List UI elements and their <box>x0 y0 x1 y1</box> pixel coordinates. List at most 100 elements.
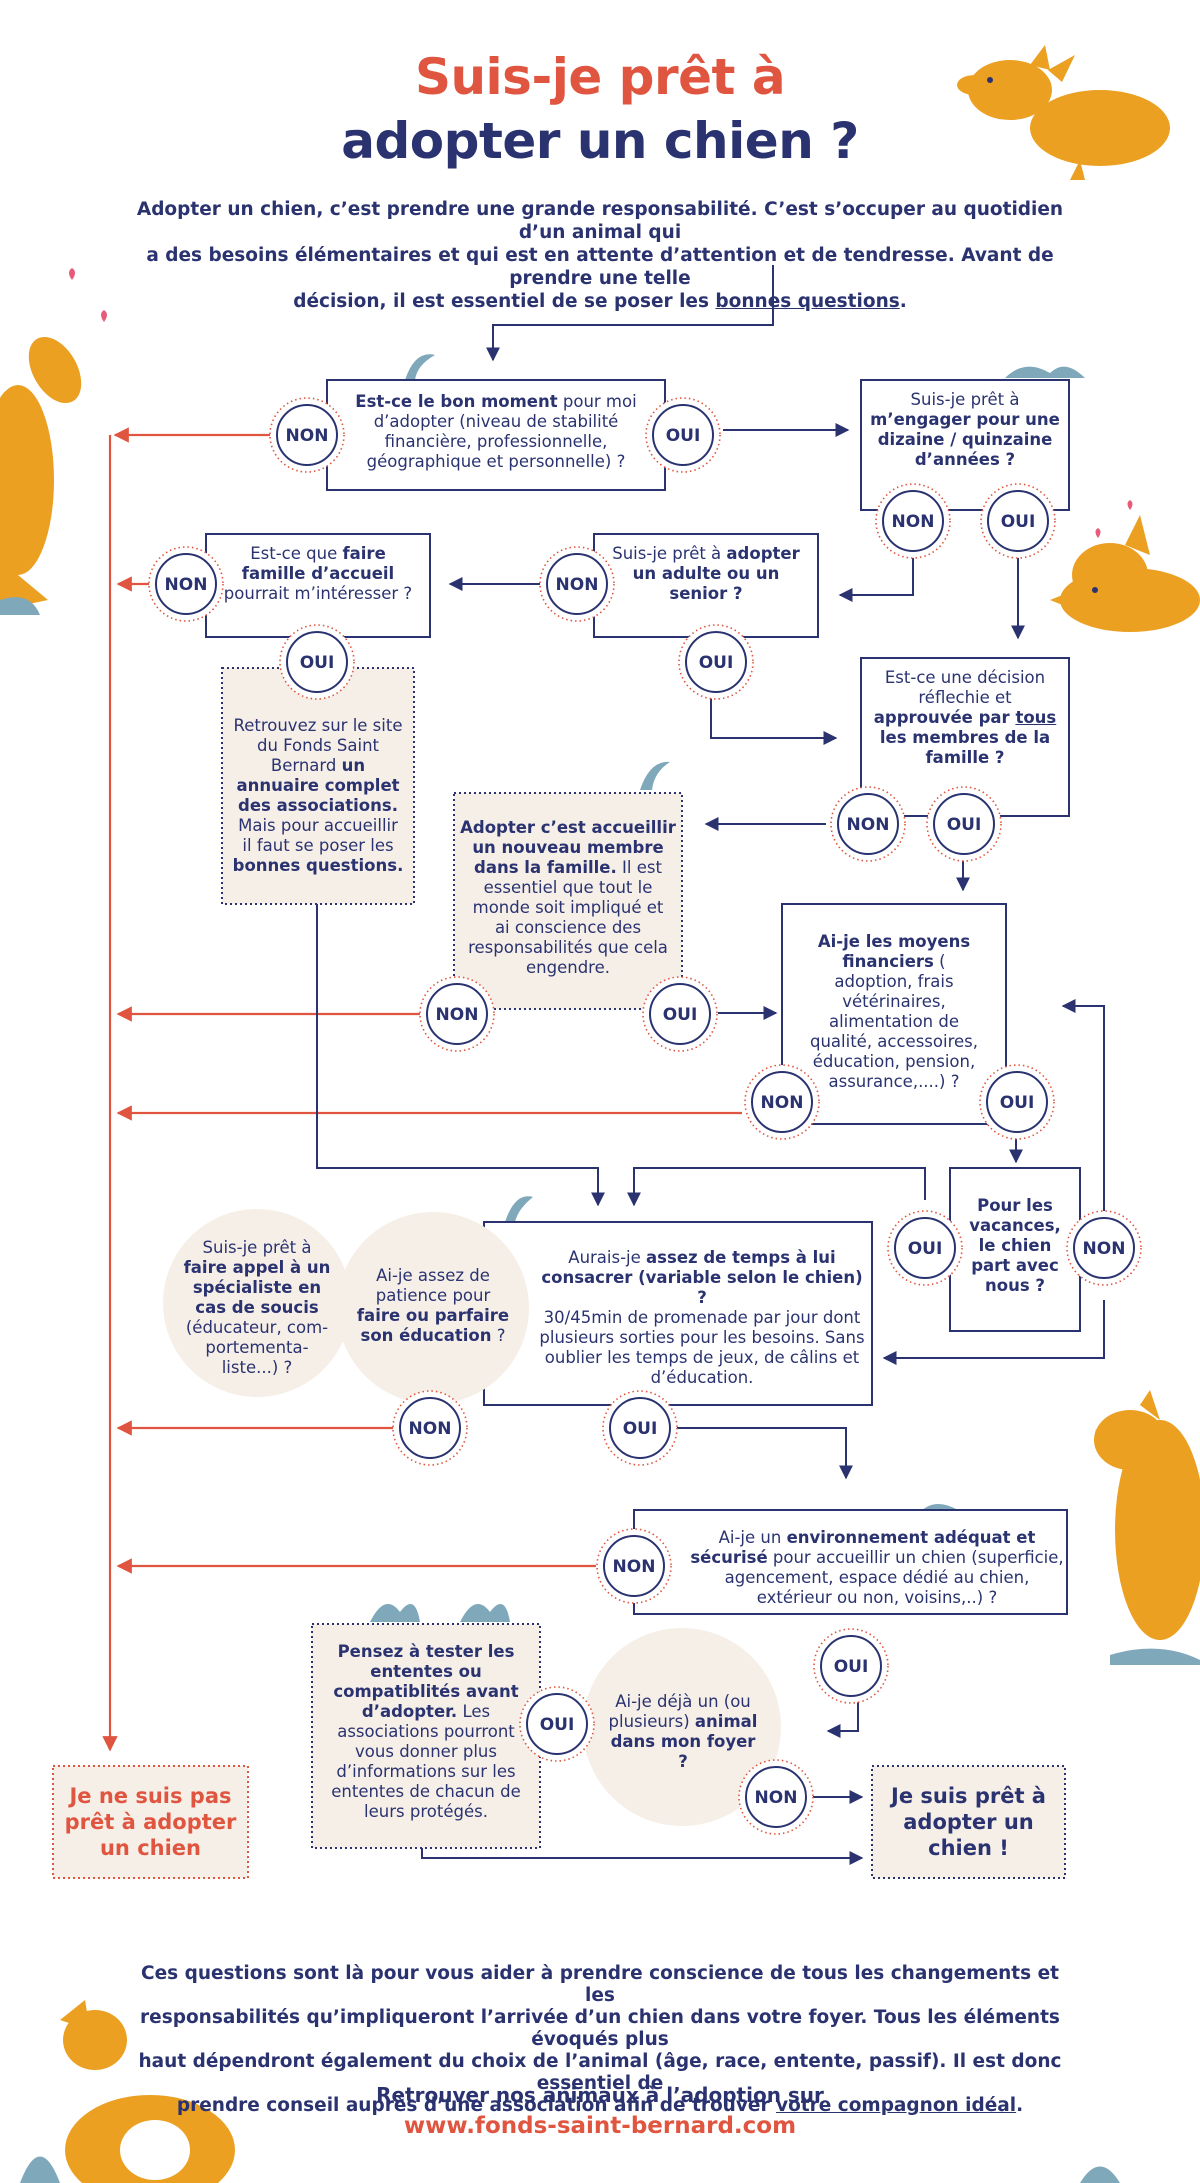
node-info3-text-1: Les <box>457 1702 491 1721</box>
node-q2: Suis-je prêt à m’engager pour une dizain… <box>864 390 1066 470</box>
result-ready-line-2: adopter un <box>903 1810 1034 1834</box>
node-q7-bold-3: le chien <box>978 1236 1052 1255</box>
node-info2-text-1: Il est <box>616 858 662 877</box>
answer-non-q5: NON <box>830 786 906 862</box>
intro-line-3-text: décision, il est essentiel de se poser l… <box>293 291 716 312</box>
answer-badge-label: NON <box>755 1788 798 1808</box>
answer-badge-circle <box>745 1766 807 1828</box>
node-info3-bold-3: compatiblités avant <box>333 1682 519 1701</box>
node-q6-text-3: alimentation de <box>828 1012 960 1031</box>
node-info2-text-3: monde soit impliqué et <box>472 898 664 917</box>
question-circles <box>163 1209 781 1826</box>
answer-badge-circle <box>1073 1217 1135 1279</box>
result-ready: Je suis prêt à adopter un chien ! <box>875 1783 1062 1861</box>
result-ready-line-3: chien ! <box>928 1836 1009 1860</box>
answer-oui-q6: OUI <box>979 1064 1055 1140</box>
node-q5-text-1: Est-ce une décision <box>884 668 1046 687</box>
answer-non-q2: NON <box>875 483 951 559</box>
node-q9-text-1: Ai-je un <box>718 1528 787 1547</box>
answer-badge-circle <box>276 404 338 466</box>
node-c2-text-1: Ai-je assez de <box>376 1266 490 1285</box>
node-c1-bold-3: cas de soucis <box>195 1298 319 1317</box>
node-q2-bold-1: m’engager pour une <box>870 410 1060 429</box>
info-boxes <box>221 667 683 1849</box>
answer-badge-label: OUI <box>947 815 982 835</box>
outro-link-compagnon[interactable]: votre compagnon idéal <box>776 2095 1017 2116</box>
answer-non-c2: NON <box>392 1390 468 1466</box>
answer-badge-circle <box>155 553 217 615</box>
node-q4: Est-ce que faire famille d’accueil pourr… <box>209 544 427 604</box>
outro-paragraph: Ces questions sont là pour vous aider à … <box>125 1963 1075 2117</box>
box-q4 <box>205 533 431 638</box>
node-q1: Est-ce le bon moment pour moi d’adopter … <box>330 392 662 472</box>
answer-badge-label: NON <box>286 426 329 446</box>
node-q8-bold-1: assez de temps à lui <box>646 1248 836 1267</box>
answer-badge-label: NON <box>761 1093 804 1113</box>
red-exit-lines <box>102 427 742 1752</box>
node-q8-bold-2: consacrer (variable selon le chien) ? <box>541 1268 863 1307</box>
dog-illustration-left-howling <box>0 268 107 615</box>
outro-line-4-text: prendre conseil auprès d’une association… <box>176 2095 777 2116</box>
answer-non-q1: NON <box>269 397 345 473</box>
answer-badge-circle <box>986 1071 1048 1133</box>
node-q1-text-4: géographique et personnelle) ? <box>366 452 626 471</box>
answer-badge-label: OUI <box>623 1419 658 1439</box>
answer-badge-circle <box>426 983 488 1045</box>
outro-line-1: Ces questions sont là pour vous aider à … <box>141 1963 1059 2006</box>
footer-retrouver: Retrouver nos animaux à l’adoption sur <box>376 2083 824 2107</box>
node-c3-text-2: plusieurs) <box>608 1712 695 1731</box>
intro-line-1: Adopter un chien, c’est prendre une gran… <box>136 199 1064 243</box>
answer-badge-label: NON <box>556 575 599 595</box>
node-info3-text-3: vous donner plus <box>355 1742 497 1761</box>
node-q7: Pour les vacances, le chien part avec no… <box>953 1196 1077 1296</box>
node-q6-text-0: ( <box>933 952 946 971</box>
node-info1-bold-4: bonnes questions. <box>232 856 404 875</box>
answer-non-q6: NON <box>744 1064 820 1140</box>
node-q4-text-2: pourrait m’intéresser ? <box>223 584 413 603</box>
answer-badge-circle <box>609 1397 671 1459</box>
node-q9-text-3: agencement, espace dédié au chien, <box>724 1568 1030 1587</box>
dog-illustration-bottom-left <box>20 2000 1120 2183</box>
answer-badge-label: NON <box>892 512 935 532</box>
node-info1: Retrouvez sur le site du Fonds Saint Ber… <box>226 716 410 876</box>
node-info3: Pensez à tester les ententes ou compatib… <box>316 1642 536 1822</box>
answer-badge-label: OUI <box>300 653 335 673</box>
navy-connectors <box>316 265 1105 1865</box>
node-c1: Suis-je prêt à faire appel à un spéciali… <box>180 1238 334 1378</box>
answer-badge-label: NON <box>409 1419 452 1439</box>
node-q6-bold-1: Ai-je les moyens <box>817 932 971 951</box>
intro-line-3: décision, il est essentiel de se poser l… <box>115 290 1085 313</box>
intro-link-bonnes-questions[interactable]: bonnes questions <box>715 291 900 312</box>
box-info3 <box>311 1623 541 1849</box>
node-q1-text-3: financière, professionnelle, <box>384 432 608 451</box>
node-c3: Ai-je déjà un (ou plusieurs) animal dans… <box>606 1692 760 1772</box>
answer-badge-circle <box>399 1397 461 1459</box>
node-c1-text-1: Suis-je prêt à <box>202 1238 312 1257</box>
node-q9: Ai-je un environnement adéquat et sécuri… <box>690 1528 1064 1608</box>
box-q9 <box>633 1509 1068 1615</box>
node-info1-text-5: il faut se poser les <box>242 836 394 855</box>
node-c3-bold-3: ? <box>678 1752 688 1771</box>
node-q8-text-2: 30/45min de promenade par jour dont <box>543 1308 861 1327</box>
result-ready-line-1: Je suis prêt à <box>891 1784 1046 1808</box>
answer-badge-circle <box>933 793 995 855</box>
box-q6 <box>781 903 1007 1125</box>
node-info1-bold-3: des associations. <box>238 796 398 815</box>
answer-badge-circle <box>649 983 711 1045</box>
node-q7-bold-4: part avec <box>971 1256 1059 1275</box>
node-c2-text-2: patience pour <box>375 1286 491 1305</box>
node-q9-bold-1: environnement adéquat et <box>786 1528 1036 1547</box>
box-q1 <box>326 379 666 491</box>
answer-non-q4: NON <box>148 546 224 622</box>
node-q8-text-5: d’éducation. <box>650 1368 754 1387</box>
box-result-no <box>52 1765 249 1879</box>
node-q5-bold-1: approuvée par <box>873 708 1016 727</box>
node-q6-text-5: éducation, pension, <box>812 1052 976 1071</box>
node-q6-text-2: vétérinaires, <box>842 992 946 1011</box>
answer-oui-q8: OUI <box>602 1390 678 1466</box>
node-q9-bold-2: sécurisé <box>690 1548 768 1567</box>
node-q3-bold-3: senior ? <box>669 584 743 603</box>
footer-website-link[interactable]: www.fonds-saint-bernard.com <box>403 2113 797 2139</box>
node-c2-bold-1: faire ou parfaire <box>356 1306 510 1325</box>
node-q2-bold-3: d’années ? <box>914 450 1016 469</box>
